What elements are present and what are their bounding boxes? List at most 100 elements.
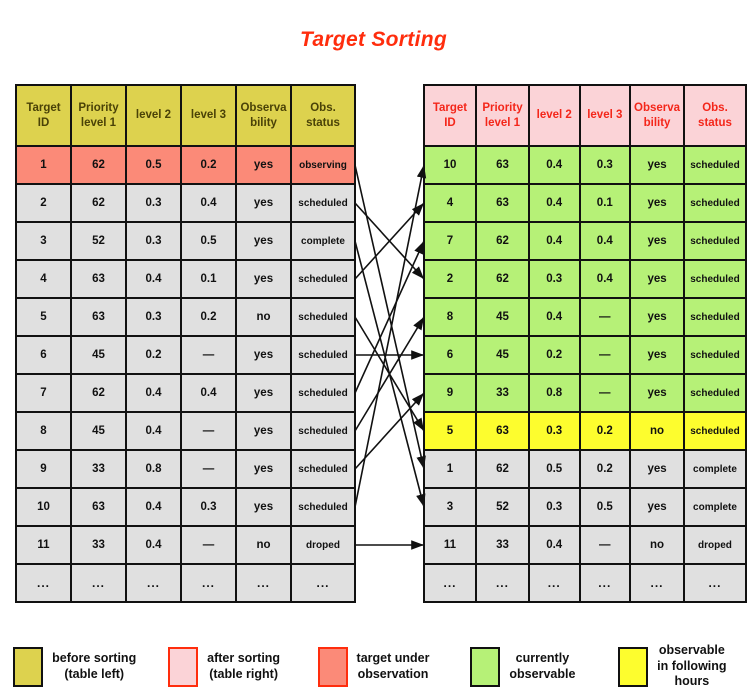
cell-l3: 0.2 bbox=[578, 449, 632, 489]
cell-status: scheduled bbox=[682, 297, 747, 337]
cell-status: scheduled bbox=[290, 449, 356, 489]
legend-item-before-sorting: before sorting (table left) bbox=[0, 646, 149, 687]
cell-l2: 0.3 bbox=[125, 221, 182, 261]
cell-l2: 0.4 bbox=[125, 487, 182, 527]
cell-status: complete bbox=[290, 221, 356, 261]
mapping-arrow-10-to-1 bbox=[354, 164, 427, 508]
cell-obs: yes bbox=[235, 145, 292, 185]
cell-p1: 33 bbox=[70, 525, 127, 565]
cell-p1: 63 bbox=[70, 487, 127, 527]
cell-p1: 62 bbox=[474, 221, 530, 261]
cell-status: ... bbox=[682, 563, 747, 603]
cell-l3: 0.2 bbox=[578, 411, 632, 451]
cell-obs: yes bbox=[629, 221, 685, 261]
cell-obs: ... bbox=[629, 563, 685, 603]
cell-obs: yes bbox=[235, 259, 292, 299]
mapping-arrow-8-to-5 bbox=[354, 316, 425, 432]
cell-l3: 0.3 bbox=[578, 145, 632, 185]
cell-l3: — bbox=[578, 335, 632, 375]
cell-l2: 0.3 bbox=[125, 297, 182, 337]
legend-swatch-target-under-observation bbox=[317, 646, 348, 687]
cell-obs: no bbox=[235, 297, 292, 337]
cell-obs: yes bbox=[235, 411, 292, 451]
cell-obs: yes bbox=[235, 487, 292, 527]
column-header-l2: level 2 bbox=[125, 84, 182, 147]
cell-id: 8 bbox=[15, 411, 72, 451]
legend-label-target-under-observation: target under observation bbox=[356, 650, 430, 681]
cell-l2: 0.4 bbox=[527, 221, 581, 261]
cell-l3: 0.4 bbox=[578, 221, 632, 261]
column-header-status: Obs.status bbox=[682, 84, 747, 147]
cell-l3: 0.1 bbox=[180, 259, 237, 299]
cell-id: 3 bbox=[15, 221, 72, 261]
cell-id: 11 bbox=[15, 525, 72, 565]
cell-p1: 63 bbox=[474, 145, 530, 185]
cell-p1: 52 bbox=[474, 487, 530, 527]
legend-swatch-before-sorting bbox=[13, 646, 44, 687]
cell-l3: 0.4 bbox=[180, 183, 237, 223]
cell-id: 3 bbox=[423, 487, 477, 527]
cell-status: scheduled bbox=[682, 145, 747, 185]
cell-p1: 33 bbox=[474, 373, 530, 413]
legend-item-currently-observable: currently observable bbox=[448, 646, 597, 687]
legend-item-observable-following-hours: observable in following hours bbox=[598, 643, 747, 690]
cell-l2: 0.4 bbox=[527, 297, 581, 337]
cell-id: 6 bbox=[15, 335, 72, 375]
cell-l2: 0.4 bbox=[125, 259, 182, 299]
cell-l3: ... bbox=[180, 563, 237, 603]
cell-id: 11 bbox=[423, 525, 477, 565]
legend-label-currently-observable: currently observable bbox=[509, 650, 576, 681]
cell-l3: — bbox=[180, 449, 237, 489]
cell-obs: yes bbox=[235, 449, 292, 489]
cell-status: droped bbox=[682, 525, 747, 565]
cell-status: scheduled bbox=[682, 221, 747, 261]
cell-id: ... bbox=[423, 563, 477, 603]
cell-l2: 0.4 bbox=[125, 411, 182, 451]
cell-l3: 0.4 bbox=[180, 373, 237, 413]
cell-status: scheduled bbox=[290, 411, 356, 451]
mapping-arrow-4-to-2 bbox=[354, 202, 425, 280]
cell-id: 1 bbox=[15, 145, 72, 185]
cell-p1: 62 bbox=[70, 145, 127, 185]
cell-p1: 63 bbox=[474, 183, 530, 223]
cell-status: scheduled bbox=[290, 183, 356, 223]
legend-label-before-sorting: before sorting (table left) bbox=[52, 650, 137, 681]
cell-obs: yes bbox=[235, 221, 292, 261]
cell-obs: no bbox=[629, 525, 685, 565]
cell-obs: yes bbox=[629, 487, 685, 527]
cell-l2: 0.3 bbox=[527, 259, 581, 299]
cell-id: 1 bbox=[423, 449, 477, 489]
cell-status: scheduled bbox=[290, 297, 356, 337]
cell-obs: no bbox=[235, 525, 292, 565]
cell-id: 10 bbox=[15, 487, 72, 527]
table-row: .................. bbox=[423, 563, 747, 603]
cell-l3: — bbox=[180, 525, 237, 565]
cell-obs: yes bbox=[629, 259, 685, 299]
cell-l2: 0.3 bbox=[125, 183, 182, 223]
cell-id: 7 bbox=[15, 373, 72, 413]
cell-id: 4 bbox=[423, 183, 477, 223]
cell-status: scheduled bbox=[290, 259, 356, 299]
cell-id: 5 bbox=[423, 411, 477, 451]
cell-p1: ... bbox=[474, 563, 530, 603]
cell-obs: yes bbox=[629, 145, 685, 185]
cell-id: ... bbox=[15, 563, 72, 603]
cell-status: ... bbox=[290, 563, 356, 603]
cell-l2: 0.4 bbox=[125, 373, 182, 413]
